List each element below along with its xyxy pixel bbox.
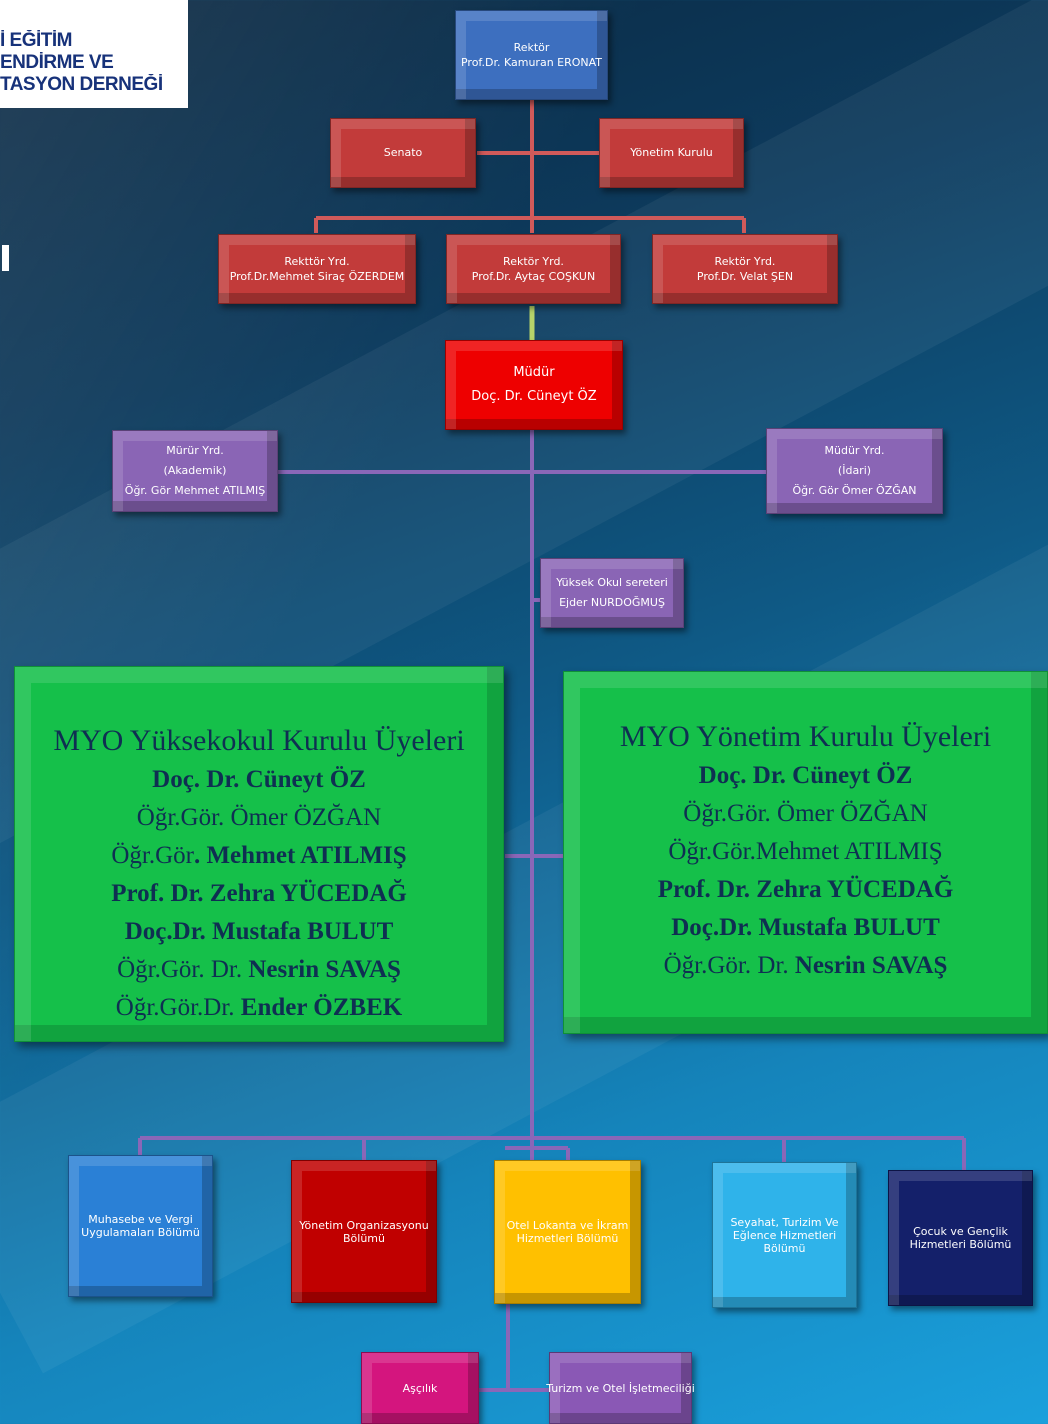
member-line: Öğr.Gör. Dr. Nesrin SAVAŞ	[564, 947, 1047, 985]
node-title: Yüksek Okul sereteri	[556, 576, 668, 589]
member-bold-text: Nesrin SAVAŞ	[794, 952, 948, 979]
member-line: Öğr.Gör. Mehmet ATILMIŞ	[15, 837, 503, 875]
member-line: Prof. Dr. Zehra YÜCEDAĞ	[15, 875, 503, 913]
node-director: Müdür Doç. Dr. Cüneyt ÖZ	[445, 340, 623, 430]
node-management-board: Yönetim Kurulu	[599, 118, 744, 188]
program-label: Turizm ve Otel İşletmeciliği	[546, 1381, 695, 1395]
member-text: Öğr.Gör.Mehmet ATILMIŞ	[668, 838, 943, 865]
node-name: Prof.Dr. Velat ŞEN	[696, 270, 794, 283]
program-label: Aşçılık	[402, 1381, 438, 1395]
node-title: Rekttör Yrd.	[284, 255, 350, 268]
node-name: Prof.Dr.Mehmet Siraç ÖZERDEM	[229, 270, 405, 283]
member-line: Öğr.Gör.Dr. Ender ÖZBEK	[15, 989, 503, 1027]
member-line: Öğr.Gör. Dr. Nesrin SAVAŞ	[15, 951, 503, 989]
dept-line: Hizmetleri Bölümü	[909, 1238, 1012, 1251]
dept-line: Otel Lokanta ve İkram	[506, 1219, 629, 1232]
member-line: Öğr.Gör.Mehmet ATILMIŞ	[564, 833, 1047, 871]
dept-management-organization: Yönetim Organizasyonu Bölümü	[291, 1160, 437, 1303]
member-bold-text: Ender ÖZBEK	[240, 994, 403, 1021]
logo-line: TASYON DERNEĞİ	[0, 74, 163, 95]
node-title: Rektör Yrd.	[714, 255, 776, 268]
dept-accounting: Muhasebe ve Vergi Uygulamaları Bölümü	[68, 1155, 213, 1297]
member-line: Doç.Dr. Mustafa BULUT	[15, 913, 503, 951]
management-board-box: MYO Yönetim Kurulu Üyeleri Doç. Dr. Cüne…	[563, 671, 1048, 1034]
member-text: Öğr.Gör. Ömer ÖZĞAN	[683, 800, 928, 827]
dept-line: Yönetim Organizasyonu	[299, 1218, 429, 1232]
member-line: Öğr.Gör. Ömer ÖZĞAN	[564, 795, 1047, 833]
dept-line: Hizmetleri Bölümü	[516, 1232, 619, 1245]
node-deputy-academic: Mürür Yrd. (Akademik) Öğr. Gör Mehmet AT…	[112, 430, 278, 512]
logo-line: ENDİRME VE	[0, 52, 114, 73]
member-text: Öğr.Gör. Dr.	[663, 952, 795, 979]
member-line: Doç. Dr. Cüneyt ÖZ	[564, 757, 1047, 795]
member-text: Öğr.Gör. Dr.	[117, 956, 249, 983]
node-deputy-admin: Müdür Yrd. (İdari) Öğr. Gör Ömer ÖZĞAN	[766, 428, 943, 514]
dept-travel-tourism: Seyahat, Turizim Ve Eğlence Hizmetleri B…	[712, 1162, 857, 1308]
node-senate: Senato	[330, 118, 476, 188]
dept-line: Seyahat, Turizim Ve	[730, 1215, 839, 1229]
member-text: Öğr.Gör	[111, 842, 194, 869]
member-bold-text: Doç. Dr. Cüneyt ÖZ	[152, 766, 366, 793]
node-rector: Rektör Prof.Dr. Kamuran ERONAT	[455, 10, 608, 100]
member-bold-text: Doç. Dr. Cüneyt ÖZ	[698, 762, 913, 789]
node-name: Öğr. Gör Mehmet ATILMIŞ	[124, 484, 266, 497]
member-bold-text: Prof. Dr. Zehra YÜCEDAĞ	[111, 880, 407, 907]
node-title: Rektör	[513, 41, 550, 54]
node-vice-rector-3: Rektör Yrd. Prof.Dr. Velat ŞEN	[652, 234, 838, 304]
node-title: Mürür Yrd.	[166, 444, 224, 457]
dept-child-youth: Çocuk ve Gençlik Hizmetleri Bölümü	[888, 1170, 1033, 1306]
node-vice-rector-2: Rektör Yrd. Prof.Dr. Aytaç COŞKUN	[446, 234, 621, 304]
node-name: Prof.Dr. Aytaç COŞKUN	[471, 270, 596, 283]
dept-line: Muhasebe ve Vergi	[88, 1213, 193, 1226]
member-line: Prof. Dr. Zehra YÜCEDAĞ	[564, 871, 1047, 909]
member-text: Öğr.Gör. Ömer ÖZĞAN	[136, 804, 382, 831]
dept-line: Çocuk ve Gençlik	[913, 1225, 1008, 1238]
school-council-box: MYO Yüksekokul Kurulu Üyeleri Doç. Dr. C…	[14, 666, 504, 1042]
dept-line: Uygulamaları Bölümü	[81, 1226, 200, 1239]
organization-logo: İ EĞİTİM ENDİRME VE TASYON DERNEĞİ	[0, 0, 188, 108]
member-bold-text: . Mehmet ATILMIŞ	[193, 842, 407, 869]
node-label: Yönetim Kurulu	[630, 146, 713, 159]
node-name: Prof.Dr. Kamuran ERONAT	[460, 56, 603, 69]
node-title: Müdür Yrd.	[824, 444, 885, 457]
program-tourism-hotel: Turizm ve Otel İşletmeciliği	[546, 1352, 695, 1424]
program-cookery: Aşçılık	[361, 1352, 479, 1424]
dept-line: Eğlence Hizmetleri	[732, 1228, 837, 1242]
dept-line: Bölümü	[343, 1231, 385, 1245]
school-council-title: MYO Yüksekokul Kurulu Üyeleri	[53, 724, 465, 757]
member-bold-text: Nesrin SAVAŞ	[248, 956, 401, 983]
dept-line: Bölümü	[763, 1241, 806, 1255]
node-sub: (İdari)	[837, 464, 872, 477]
node-label: Senato	[383, 146, 423, 159]
member-line: Öğr.Gör. Ömer ÖZĞAN	[15, 799, 503, 837]
node-name: Ejder NURDOĞMUŞ	[559, 596, 665, 609]
logo-line: İ EĞİTİM	[0, 30, 73, 51]
member-line: Doç.Dr. Mustafa BULUT	[564, 909, 1047, 947]
node-secretary: Yüksek Okul sereteri Ejder NURDOĞMUŞ	[540, 558, 684, 628]
member-bold-text: Doç.Dr. Mustafa BULUT	[671, 914, 940, 941]
node-vice-rector-1: Rekttör Yrd. Prof.Dr.Mehmet Siraç ÖZERDE…	[218, 234, 416, 304]
node-name: Öğr. Gör Ömer ÖZĞAN	[792, 484, 917, 497]
node-title: Müdür	[513, 365, 555, 380]
member-text: Öğr.Gör.Dr.	[115, 994, 241, 1021]
side-mark	[2, 245, 9, 271]
node-title: Rektör Yrd.	[503, 255, 564, 268]
member-bold-text: Prof. Dr. Zehra YÜCEDAĞ	[657, 876, 954, 903]
member-bold-text: Doç.Dr. Mustafa BULUT	[124, 918, 394, 945]
management-board-title: MYO Yönetim Kurulu Üyeleri	[619, 720, 992, 753]
node-name: Doç. Dr. Cüneyt ÖZ	[471, 389, 597, 404]
node-sub: (Akademik)	[163, 464, 227, 477]
member-line: Doç. Dr. Cüneyt ÖZ	[15, 761, 503, 799]
dept-hotel-restaurant: Otel Lokanta ve İkram Hizmetleri Bölümü	[494, 1160, 641, 1304]
